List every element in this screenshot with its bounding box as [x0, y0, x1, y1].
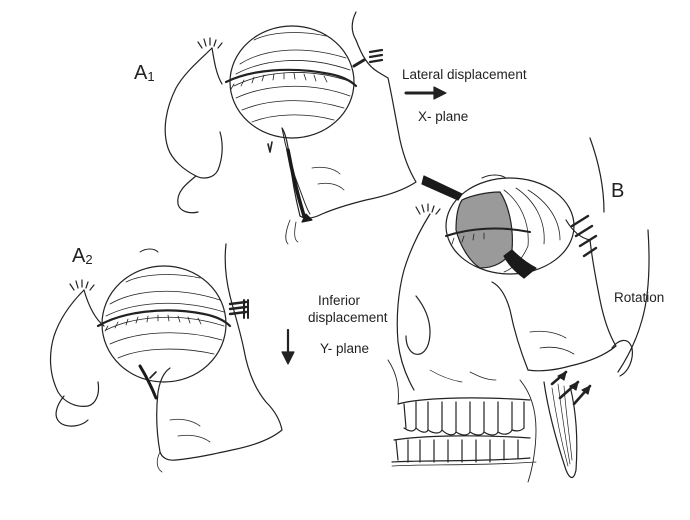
lateral-arrow-icon [406, 87, 446, 99]
lateral-displacement-label: Lateral displacement [402, 67, 527, 83]
a1-eyeball [226, 26, 356, 138]
a2-zygoma [140, 244, 282, 472]
inferior-arrow-icon [282, 330, 294, 364]
panel-a1-illustration [165, 12, 416, 244]
b-teeth [388, 360, 536, 482]
a1-zygoma [268, 12, 416, 244]
panel-b-label: B [611, 180, 624, 203]
rotation-label: Rotation [614, 290, 664, 306]
panel-a1-label: A1 [134, 62, 155, 85]
x-plane-label: X- plane [418, 109, 468, 125]
panel-a2-label: A2 [72, 245, 93, 268]
y-plane-label: Y- plane [320, 341, 369, 357]
inferior-label: Inferior [318, 293, 360, 309]
panel-a2-illustration [51, 244, 282, 472]
b-eyeball [422, 175, 574, 278]
a2-eyeball [98, 249, 230, 382]
displacement-label: displacement [308, 310, 388, 326]
panel-b-illustration [388, 138, 649, 482]
